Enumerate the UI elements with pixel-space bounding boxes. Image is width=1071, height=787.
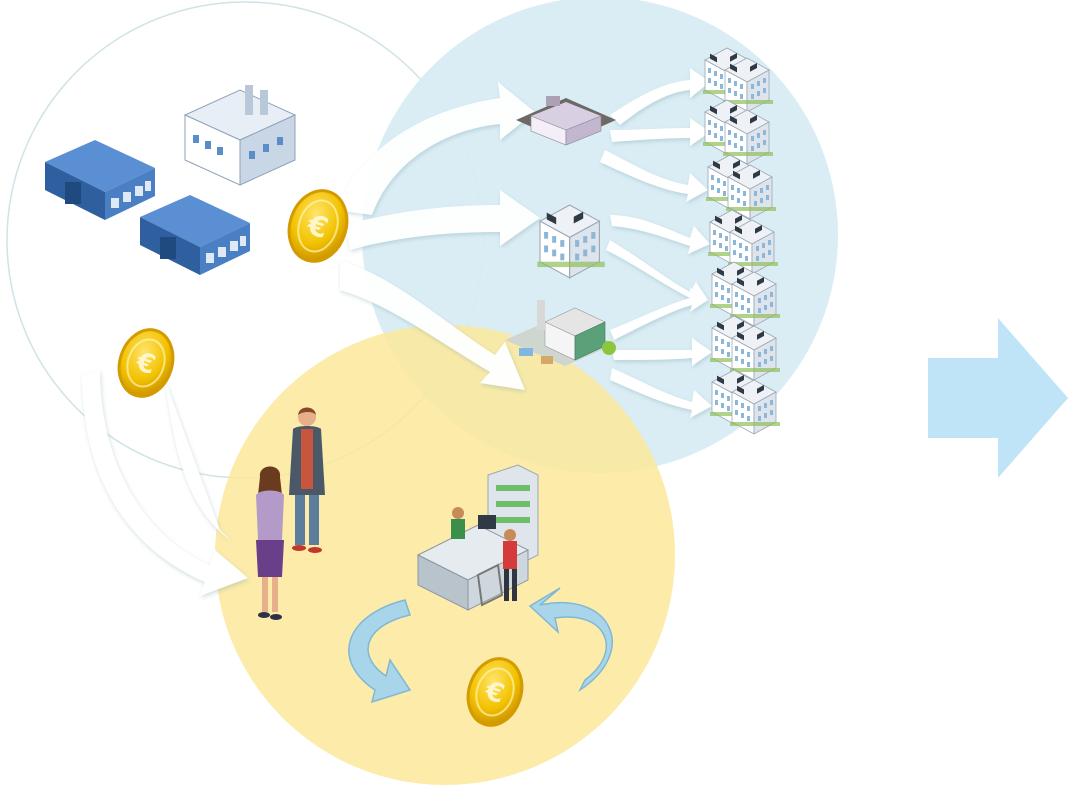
distribution-arrows	[335, 82, 540, 390]
next-arrow-icon[interactable]	[928, 318, 1068, 478]
fan-out-arrows	[600, 68, 712, 418]
coin-icon: €	[117, 328, 175, 398]
coin-icon: €	[287, 189, 349, 263]
coin-icon: €	[466, 657, 524, 727]
man-figure	[289, 407, 325, 553]
people-icon	[256, 407, 325, 620]
woman-figure	[256, 466, 284, 620]
checkout-counter-icon	[416, 464, 539, 611]
flow-to-consumers-arrow	[82, 370, 248, 596]
cycle-arrows-icon	[348, 587, 613, 704]
office-building-icon	[516, 96, 616, 146]
factory-icon	[183, 85, 297, 186]
plant-icon	[505, 300, 616, 366]
